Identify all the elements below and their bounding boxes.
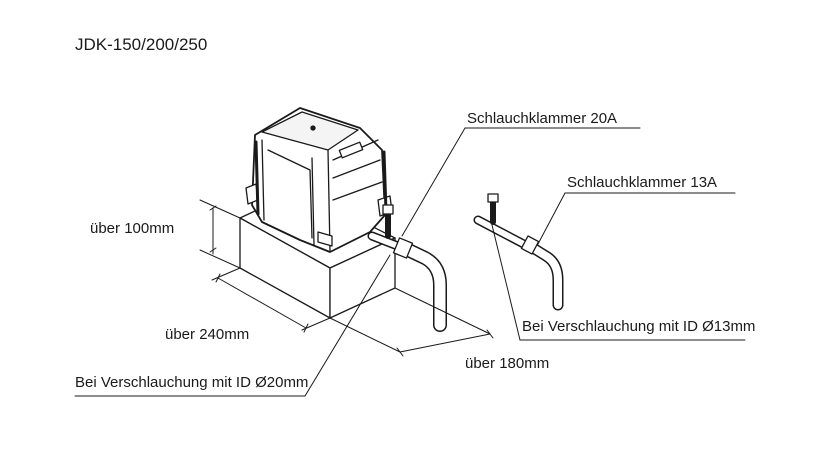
outlet-pipe-large [367, 204, 447, 332]
dimension-depth [329, 287, 494, 357]
label-width-clearance: über 240mm [165, 326, 250, 343]
label-hose-clamp-20a: Schlauchklammer 20A [467, 110, 618, 127]
dimension-height [199, 199, 241, 269]
label-hose-20mm: Bei Verschlauchung mit ID Ø20mm [75, 374, 309, 391]
label-depth-clearance: über 180mm [465, 355, 550, 372]
label-hose-13mm: Bei Verschlauchung mit ID Ø13mm [522, 318, 756, 335]
label-height-clearance: über 100mm [90, 220, 175, 237]
blower-unit [245, 107, 393, 253]
label-hose-clamp-13a: Schlauchklammer 13A [567, 174, 718, 191]
model-title: JDK-150/200/250 [75, 35, 208, 54]
hose-assembly-small [473, 193, 564, 311]
dimension-width [211, 267, 331, 333]
leader-lines [74, 127, 746, 397]
